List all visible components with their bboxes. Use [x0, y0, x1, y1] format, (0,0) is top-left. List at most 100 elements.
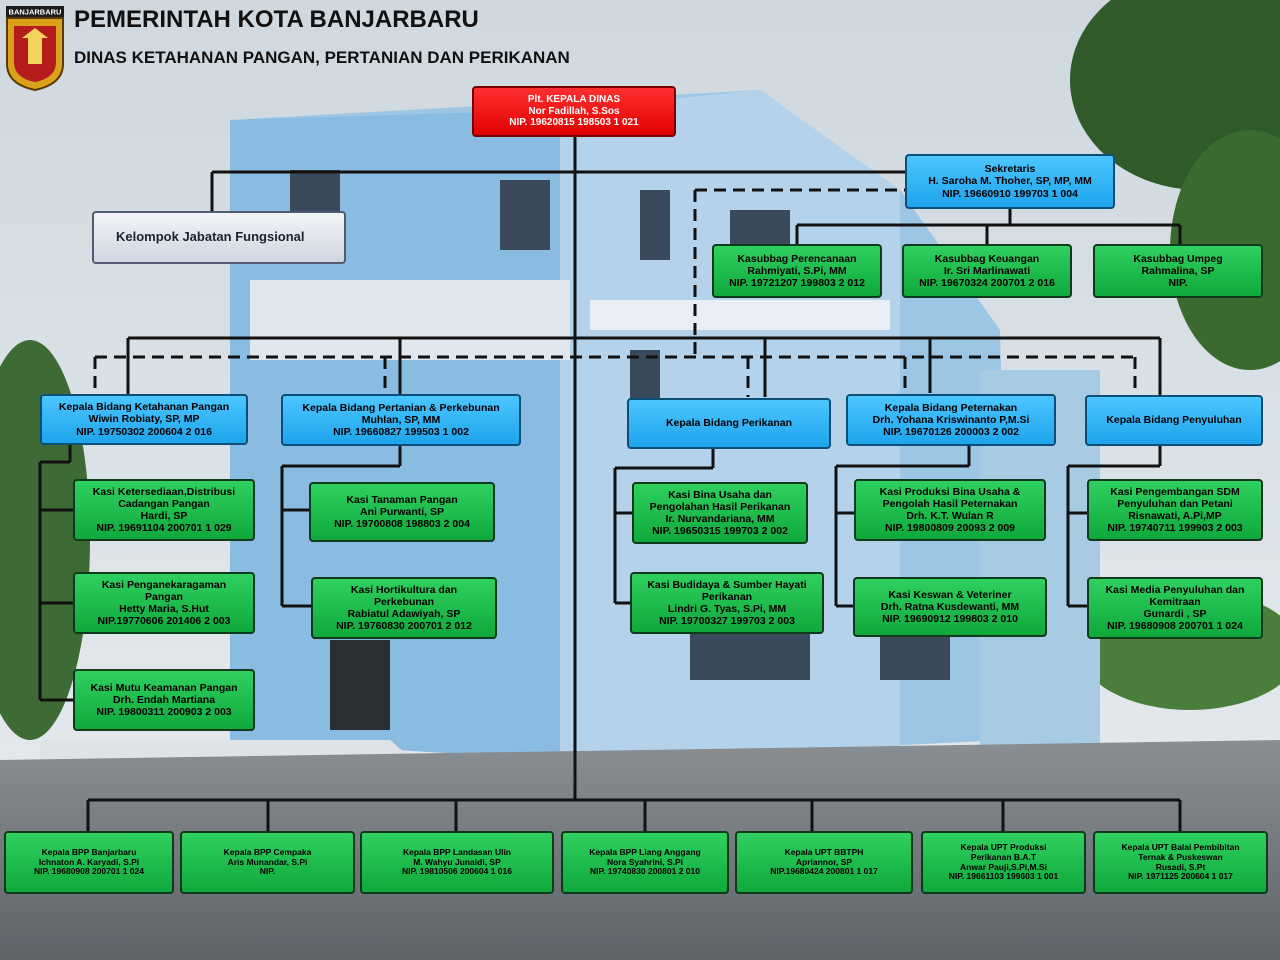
section-nip: NIP. 19690912 199803 2 010 [882, 613, 1018, 626]
section-line: Perikanan [701, 590, 753, 603]
section-line: Pengolah Hasil Peternakan [882, 497, 1018, 510]
section-line: Kasi Hortikultura dan [350, 583, 458, 596]
section-line: Kasi Produksi Bina Usaha & [879, 485, 1021, 498]
unit-title: Kepala UPT Balai Pembibitan [1121, 841, 1240, 852]
unit-title: Kepala BPP Banjarbaru [41, 846, 137, 857]
section-nip: NIP. 19800311 200903 2 003 [96, 706, 232, 719]
department-ketahanan-pangan-box: Kepala Bidang Ketahanan Pangan Wiwin Rob… [40, 394, 248, 445]
department-nip: NIP. 19750302 200604 2 016 [76, 425, 212, 438]
section-name: Risnawati, A.Pi,MP [1128, 510, 1222, 522]
section-line: Kasi Bina Usaha dan [668, 488, 772, 501]
section-line: Kasi Penganekaragaman [101, 578, 227, 591]
section-name: Lindri G. Tyas, S.Pi, MM [667, 603, 787, 615]
section-name: Drh. Endah Martiana [112, 693, 216, 706]
unit-nip: NIP. 19661103 199603 1 001 [948, 871, 1059, 882]
secretary-box: Sekretaris H. Saroha M. Thoher, SP, MP, … [905, 154, 1115, 209]
banjarbaru-logo: BANJARBARU [6, 6, 64, 92]
section-line: Kasi Ketersediaan,Distribusi [92, 485, 236, 498]
unit-name: Nora Syahrini, S.Pi [606, 856, 684, 867]
unit-bpp-banjarbaru-box: Kepala BPP Banjarbaru Ichnaton A. Karyad… [4, 831, 174, 894]
department-title: Kepala Bidang Pertanian & Perkebunan [302, 401, 500, 414]
functional-group-box: Kelompok Jabatan Fungsional [92, 211, 346, 264]
department-title: Kepala Bidang Ketahanan Pangan [58, 401, 230, 414]
unit-title: Kepala BPP Landasan Ulin [402, 846, 511, 857]
section-budidaya-box: Kasi Budidaya & Sumber Hayati Perikanan … [630, 572, 824, 634]
department-nip: NIP. 19660827 199503 1 002 [333, 426, 469, 439]
section-line: Kasi Mutu Keamanan Pangan [90, 681, 238, 694]
logo-text: BANJARBARU [9, 8, 62, 17]
section-ketersediaan-box: Kasi Ketersediaan,Distribusi Cadangan Pa… [73, 479, 255, 541]
section-name: Ani Purwanti, SP [359, 505, 444, 518]
unit-title: Kepala BPP Liang Anggang [589, 846, 701, 857]
section-name: Rabiatul Adawiyah, SP [347, 608, 461, 620]
subdivision-nip: NIP. 19721207 199803 2 012 [729, 277, 865, 290]
section-nip: NIP. 19680908 200701 1 024 [1107, 620, 1243, 633]
section-nip: NIP. 19800809 20093 2 009 [884, 522, 1015, 535]
department-penyuluhan-box: Kepala Bidang Penyuluhan [1085, 395, 1263, 446]
department-nip: NIP. 19670126 200003 2 002 [883, 426, 1019, 439]
unit-name: Rusadi, S.Pt [1155, 861, 1206, 872]
head-name: Nor Fadillah, S.Sos [528, 105, 620, 117]
unit-name: Apriannor, SP [795, 856, 853, 867]
unit-nip: NIP.19680424 200801 1 017 [770, 866, 878, 877]
section-nip: NIP. 19700327 199703 2 003 [659, 615, 795, 628]
unit-nip: NIP. 19810506 200604 1 016 [402, 866, 512, 877]
section-line: Kasi Pengembangan SDM [1110, 485, 1240, 498]
unit-upt-bbtph-box: Kepala UPT BBTPH Apriannor, SP NIP.19680… [735, 831, 913, 894]
unit-name: Aris Munandar, S.Pi [227, 856, 308, 867]
page-subtitle: DINAS KETAHANAN PANGAN, PERTANIAN DAN PE… [74, 48, 570, 67]
page-title: PEMERINTAH KOTA BANJARBARU [74, 6, 479, 33]
unit-nip: NIP. 19680908 200701 1 024 [34, 866, 144, 877]
section-line: Kasi Tanaman Pangan [346, 493, 458, 506]
section-line: Cadangan Pangan [118, 497, 210, 510]
department-name: Drh. Yohana Kriswinanto P,M.Si [872, 413, 1030, 426]
unit-bpp-cempaka-box: Kepala BPP Cempaka Aris Munandar, S.Pi N… [180, 831, 355, 894]
subdivision-nip: NIP. [1168, 277, 1188, 290]
subdivision-perencanaan-box: Kasubbag Perencanaan Rahmiyati, S.Pi, MM… [712, 244, 882, 298]
section-mutu-keamanan-box: Kasi Mutu Keamanan Pangan Drh. Endah Mar… [73, 669, 255, 731]
secretary-name: H. Saroha M. Thoher, SP, MP, MM [928, 175, 1092, 188]
section-line: Kasi Budidaya & Sumber Hayati [647, 578, 807, 591]
unit-upt-pembibitan-ternak-box: Kepala UPT Balai Pembibitan Ternak & Pus… [1093, 831, 1268, 894]
subdivision-name: Ir. Sri Marlinawati [943, 264, 1031, 277]
subdivision-keuangan-box: Kasubbag Keuangan Ir. Sri Marlinawati NI… [902, 244, 1072, 298]
subdivision-title: Kasubbag Keuangan [934, 252, 1040, 265]
section-penganekaragaman-box: Kasi Penganekaragaman Pangan Hetty Maria… [73, 572, 255, 634]
section-nip: NIP. 19691104 200701 1 029 [96, 522, 232, 535]
unit-bpp-landasan-ulin-box: Kepala BPP Landasan Ulin M. Wahyu Junaid… [360, 831, 554, 894]
section-nip: NIP. 19650315 199703 2 002 [652, 525, 788, 538]
section-hortikultura-box: Kasi Hortikultura dan Perkebunan Rabiatu… [311, 577, 497, 639]
section-name: Drh. K.T. Wulan R [906, 510, 994, 522]
section-line: Kemitraan [1149, 595, 1201, 608]
secretary-position: Sekretaris [984, 163, 1036, 176]
section-nip: NIP. 19740711 199903 2 003 [1107, 522, 1243, 535]
head-box: Plt. KEPALA DINAS Nor Fadillah, S.Sos NI… [472, 86, 676, 137]
section-name: Ir. Nurvandariana, MM [665, 513, 775, 525]
unit-name: Anwar Pauji,S.Pi,M.Si [960, 861, 1047, 872]
section-line: Kasi Keswan & Veteriner [888, 588, 1012, 601]
secretary-nip: NIP. 19660910 199703 1 004 [942, 187, 1078, 200]
section-name: Hetty Maria, S.Hut [119, 603, 209, 615]
subdivision-title: Kasubbag Perencanaan [737, 252, 857, 265]
unit-upt-produksi-perikanan-box: Kepala UPT Produksi Perikanan B.A.T Anwa… [921, 831, 1086, 894]
subdivision-name: Rahmiyati, S.Pi, MM [747, 264, 847, 277]
unit-bpp-liang-anggang-box: Kepala BPP Liang Anggang Nora Syahrini, … [561, 831, 729, 894]
department-title: Kepala Bidang Peternakan [884, 401, 1018, 414]
department-name: Muhlan, SP, MM [361, 413, 441, 426]
section-bina-usaha-perikanan-box: Kasi Bina Usaha dan Pengolahan Hasil Per… [632, 482, 808, 544]
section-nip: NIP. 19700808 198803 2 004 [334, 518, 470, 531]
unit-line: Perikanan B.A.T [970, 851, 1037, 862]
unit-title: Kepala UPT BBTPH [784, 846, 864, 857]
section-nip: NIP.19770606 201406 2 003 [97, 615, 231, 628]
unit-name: M. Wahyu Junaidi, SP [413, 856, 501, 867]
department-peternakan-box: Kepala Bidang Peternakan Drh. Yohana Kri… [846, 394, 1056, 446]
department-pertanian-box: Kepala Bidang Pertanian & Perkebunan Muh… [281, 394, 521, 446]
section-keswan-box: Kasi Keswan & Veteriner Drh. Ratna Kusde… [853, 577, 1047, 637]
unit-nip: NIP. 19740830 200801 2 010 [590, 866, 700, 877]
department-perikanan-box: Kepala Bidang Perikanan [627, 398, 831, 449]
section-tanaman-pangan-box: Kasi Tanaman Pangan Ani Purwanti, SP NIP… [309, 482, 495, 542]
subdivision-name: Rahmalina, SP [1141, 264, 1215, 277]
section-produksi-peternakan-box: Kasi Produksi Bina Usaha & Pengolah Hasi… [854, 479, 1046, 541]
unit-name: Ichnaton A. Karyadi, S.Pi [38, 856, 140, 867]
